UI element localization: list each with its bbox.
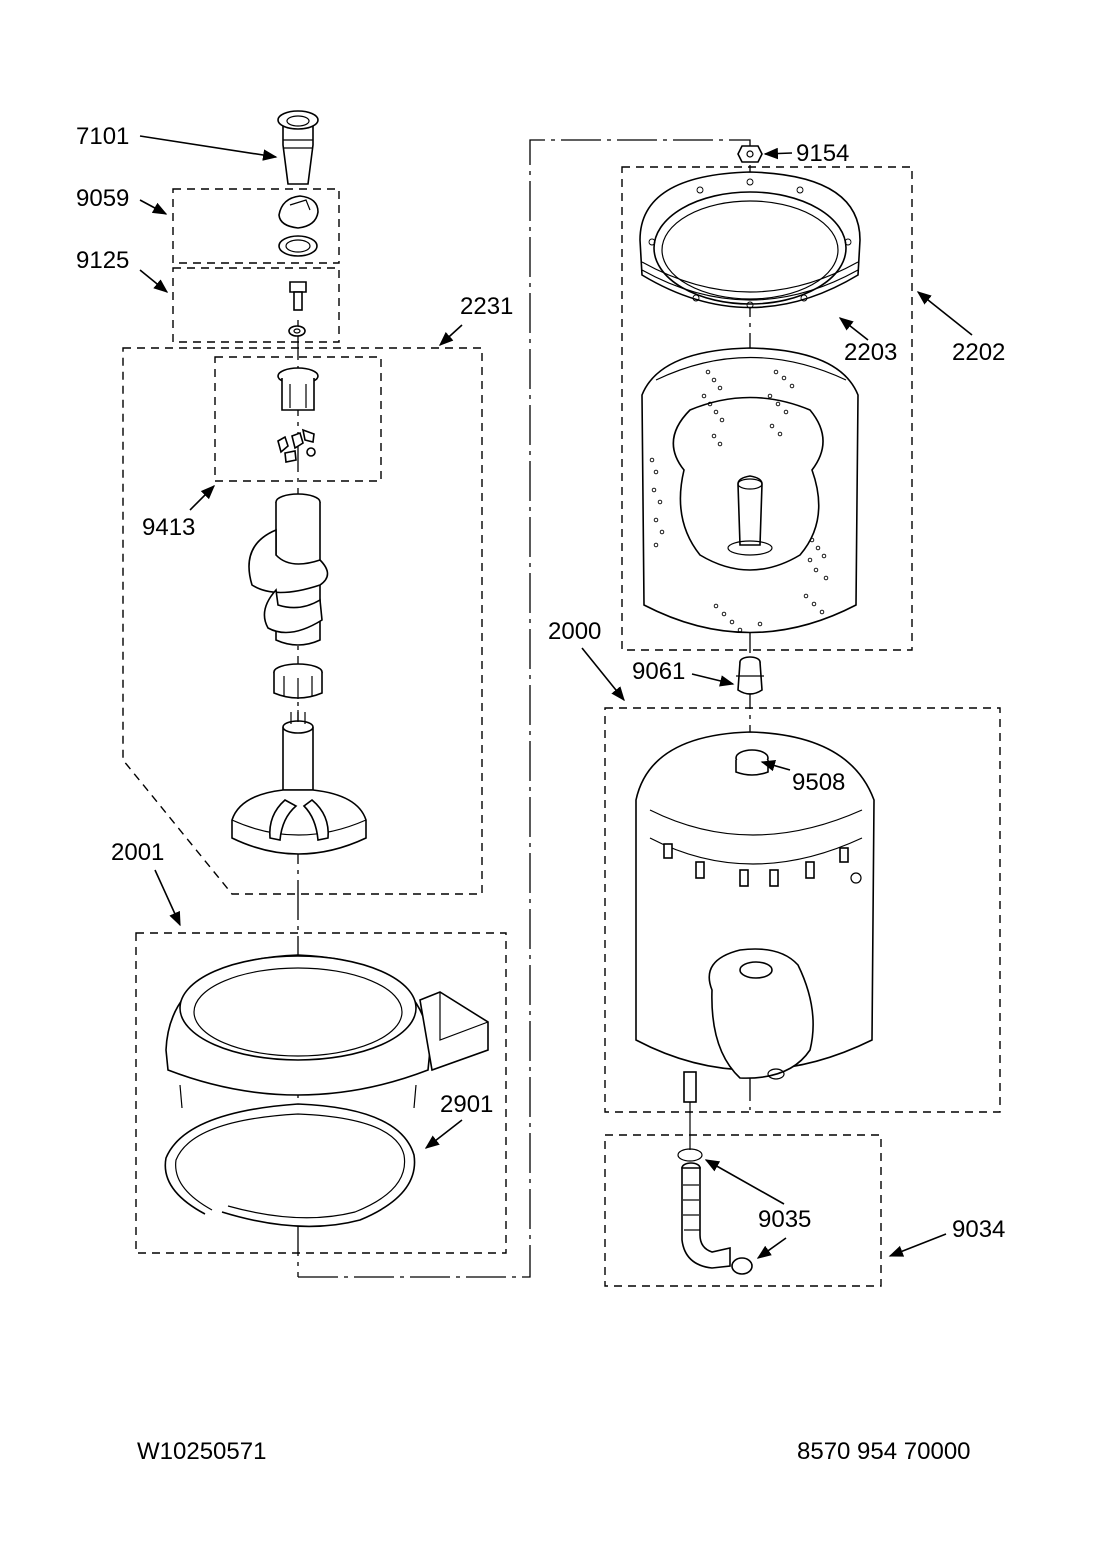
- box-2231: [122, 347, 483, 895]
- label-9034: 9034: [952, 1216, 1005, 1243]
- part-auger: [248, 493, 329, 646]
- document-number-right: 8570 954 70000: [797, 1438, 971, 1465]
- label-9061: 9061: [632, 658, 685, 685]
- group-boxes: [122, 166, 1001, 1287]
- label-2231: 2231: [460, 293, 513, 320]
- box-2000: [604, 707, 1001, 1113]
- box-2001: [135, 932, 507, 1254]
- label-2202: 2202: [952, 339, 1005, 366]
- part-2202-basket: [641, 347, 859, 634]
- part-9061-drive-hub: [736, 656, 764, 695]
- part-9413-dog-kit: [277, 367, 319, 463]
- part-9125-bolt: [288, 281, 307, 337]
- box-9125: [172, 267, 340, 343]
- label-9154: 9154: [796, 140, 849, 167]
- label-9508: 9508: [792, 769, 845, 796]
- label-9125: 9125: [76, 247, 129, 274]
- label-9059: 9059: [76, 185, 129, 212]
- box-9034: [604, 1134, 882, 1287]
- part-2000-outer-tub: [635, 731, 875, 1103]
- box-9413: [214, 356, 382, 482]
- part-2901-spring: [164, 1103, 416, 1228]
- part-2203-balance-ring: [639, 171, 861, 309]
- label-2001: 2001: [111, 839, 164, 866]
- label-2901: 2901: [440, 1091, 493, 1118]
- part-9034-drain-hose: [677, 1148, 753, 1275]
- label-2000: 2000: [548, 618, 601, 645]
- box-2202: [621, 166, 913, 651]
- part-7101-cap: [277, 110, 319, 185]
- part-labels: 7101 9059 9125 2231 9413 2001 2901 9154 …: [76, 123, 1005, 1243]
- part-2001-tub-ring: [165, 954, 489, 1137]
- box-9059: [172, 188, 340, 264]
- label-7101: 7101: [76, 123, 129, 150]
- label-9413: 9413: [142, 514, 195, 541]
- part-agitator-base: [231, 710, 367, 855]
- document-number-left: W10250571: [137, 1438, 267, 1465]
- label-9035: 9035: [758, 1206, 811, 1233]
- part-coupler: [273, 663, 323, 699]
- tub-tabs: [663, 843, 849, 887]
- label-2203: 2203: [844, 339, 897, 366]
- leader-arrows: [139, 135, 973, 1259]
- part-9059-cam-and-seal: [278, 195, 319, 257]
